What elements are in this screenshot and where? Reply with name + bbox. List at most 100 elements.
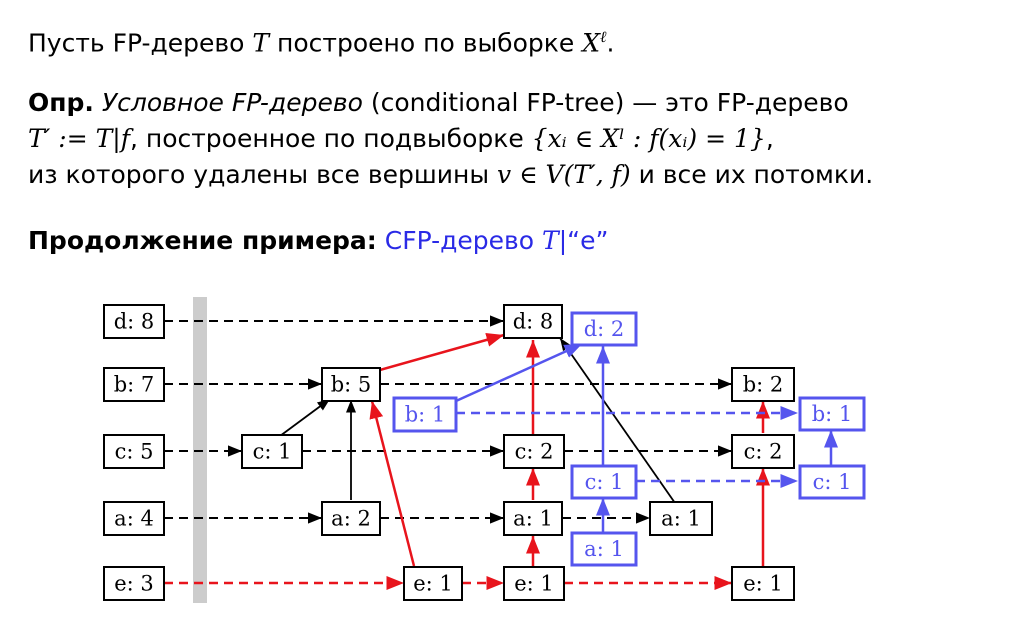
definition-line-3: из которого удалены все вершины v ∈ V(T′… xyxy=(28,162,873,187)
intro-middle: построено по выборке xyxy=(269,28,583,58)
node-box xyxy=(798,464,866,500)
node-c1b: c: 1 xyxy=(570,464,638,500)
node-a2: a: 2 xyxy=(321,501,381,536)
node-e1a: e: 1 xyxy=(403,566,463,601)
node-box xyxy=(731,434,795,469)
node-label: e: 1 xyxy=(743,572,783,596)
node-ha: a: 4 xyxy=(103,501,165,536)
intro-sample-symbol: X xyxy=(582,28,601,58)
node-label: d: 8 xyxy=(114,310,155,334)
node-label: a: 1 xyxy=(513,507,553,531)
example-title-tree: T xyxy=(542,226,559,255)
node-box xyxy=(103,501,165,536)
node-box xyxy=(731,367,795,402)
edge-e1a-b5 xyxy=(369,400,416,567)
node-box xyxy=(503,304,563,339)
node-label: c: 2 xyxy=(515,440,554,464)
definition-cond-tree: T′ := T|f xyxy=(28,124,130,153)
definition-term: Условное FP-дерево xyxy=(101,88,363,117)
node-box xyxy=(403,566,463,601)
definition-line3-text-b: и все их потомки. xyxy=(630,160,874,189)
node-box xyxy=(103,367,165,402)
definition-line-2: T′ := T|f, построенное по подвыборке {xᵢ… xyxy=(28,126,774,151)
intro-sample-sup: ℓ xyxy=(600,28,607,46)
example-title-item: |“e” xyxy=(558,226,609,255)
definition-line2-end: , xyxy=(765,124,774,153)
node-label: e: 1 xyxy=(514,572,554,596)
definition-paren: (conditional FP-tree) — это FP-дерево xyxy=(362,88,849,117)
node-label: b: 2 xyxy=(743,373,784,397)
node-c2b: c: 2 xyxy=(731,434,795,469)
example-heading: Продолжение примера: CFP-дерево T|“e” xyxy=(28,228,608,253)
node-e1b: e: 1 xyxy=(503,566,565,601)
node-label: a: 1 xyxy=(661,507,701,531)
node-c1: c: 1 xyxy=(241,434,303,469)
node-box xyxy=(241,434,303,469)
node-b1a: b: 1 xyxy=(392,396,458,433)
node-a1b: a: 1 xyxy=(649,501,713,536)
node-label: b: 5 xyxy=(331,373,372,397)
node-d8: d: 8 xyxy=(503,304,563,339)
node-hb: b: 7 xyxy=(103,367,165,402)
node-a1c: a: 1 xyxy=(570,531,638,567)
node-box xyxy=(321,367,381,402)
node-label: c: 2 xyxy=(744,440,783,464)
intro-line: Пусть FP-дерево T построено по выборке X… xyxy=(28,28,615,58)
node-label: b: 7 xyxy=(114,373,155,397)
edge-a1b-d8 xyxy=(559,337,676,504)
node-e1c: e: 1 xyxy=(731,566,795,601)
node-box xyxy=(503,501,563,536)
example-label: Продолжение примера: xyxy=(28,226,377,255)
node-box xyxy=(798,396,866,432)
node-label: c: 1 xyxy=(813,470,852,494)
example-title: CFP-дерево xyxy=(384,226,543,255)
definition-subsample-set: {xᵢ ∈ Xˡ : f(xᵢ) = 1} xyxy=(531,124,766,153)
node-box xyxy=(503,434,565,469)
node-box xyxy=(503,566,565,601)
node-label: a: 4 xyxy=(114,507,154,531)
definition-line3-text-a: из которого удалены все вершины xyxy=(28,160,498,189)
intro-tree-symbol: T xyxy=(252,28,270,58)
node-d2: d: 2 xyxy=(570,311,638,347)
node-label: a: 1 xyxy=(584,537,624,561)
diagram-edges xyxy=(164,315,838,590)
node-box xyxy=(649,501,713,536)
node-hd: d: 8 xyxy=(103,304,165,339)
node-he: e: 3 xyxy=(103,566,165,601)
node-label: d: 8 xyxy=(513,310,554,334)
node-box xyxy=(570,531,638,567)
node-label: d: 2 xyxy=(584,317,625,341)
node-label: a: 2 xyxy=(331,507,371,531)
node-label: c: 1 xyxy=(585,470,624,494)
node-box xyxy=(103,434,165,469)
node-box xyxy=(392,396,458,433)
node-hc: c: 5 xyxy=(103,434,165,469)
node-box xyxy=(731,566,795,601)
definition-vertex-set: v ∈ V(T′, f) xyxy=(497,160,631,189)
definition-line2-text: , построенное по подвыборке xyxy=(129,124,532,153)
node-box xyxy=(103,566,165,601)
definition-line-1: Опр. Условное FP-дерево (conditional FP-… xyxy=(28,90,849,115)
node-b2: b: 2 xyxy=(731,367,795,402)
edge-c1-b5 xyxy=(279,398,331,437)
node-label: e: 1 xyxy=(413,572,453,596)
node-c1c: c: 1 xyxy=(798,464,866,500)
node-box xyxy=(570,464,638,500)
edge-b5-d8 xyxy=(379,333,505,372)
node-label: c: 5 xyxy=(115,440,154,464)
definition-label: Опр. xyxy=(28,88,94,117)
node-box xyxy=(570,311,638,347)
intro-end: . xyxy=(606,28,615,58)
node-b5: b: 5 xyxy=(321,367,381,402)
node-box xyxy=(321,501,381,536)
diagram-nodes: d: 8 b: 7 c: 5 a: 4 e: 3 c: 1 b: 5 a: 2 e: 1 d: 8… xyxy=(103,304,866,601)
intro-prefix: Пусть FP-дерево xyxy=(28,28,253,58)
node-a1a: a: 1 xyxy=(503,501,563,536)
node-box xyxy=(103,304,165,339)
node-label: e: 3 xyxy=(114,572,154,596)
node-label: b: 1 xyxy=(812,402,853,426)
node-c2a: c: 2 xyxy=(503,434,565,469)
node-label: b: 1 xyxy=(405,403,446,427)
node-label: c: 1 xyxy=(253,440,292,464)
